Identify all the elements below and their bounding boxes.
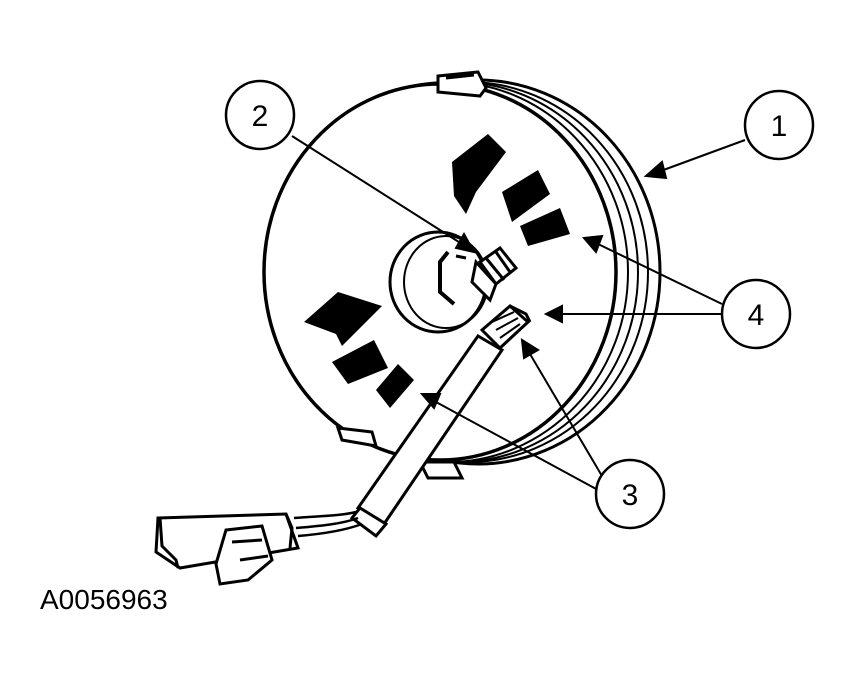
harness-connector [479,304,532,351]
wire-harness [349,334,505,539]
callout-3-label: 3 [622,479,639,512]
callout-2: 2 [224,79,296,151]
callout-1-label: 1 [771,110,788,143]
top-tab [436,70,488,98]
callout-2-label: 2 [252,100,269,133]
plug-connector [154,512,301,586]
callout-4: 4 [720,278,792,350]
figure-code: A0056963 [40,584,168,615]
hub-connector [470,245,519,303]
callout-3: 3 [594,458,666,530]
callout-4-label: 4 [748,299,765,332]
leader-lines [291,135,746,491]
alignment-arrows-lower [304,292,414,408]
bottom-tabs [335,426,465,480]
callout-1: 1 [743,89,815,161]
alignment-arrows-upper [452,134,570,246]
wire-leads [293,510,363,538]
